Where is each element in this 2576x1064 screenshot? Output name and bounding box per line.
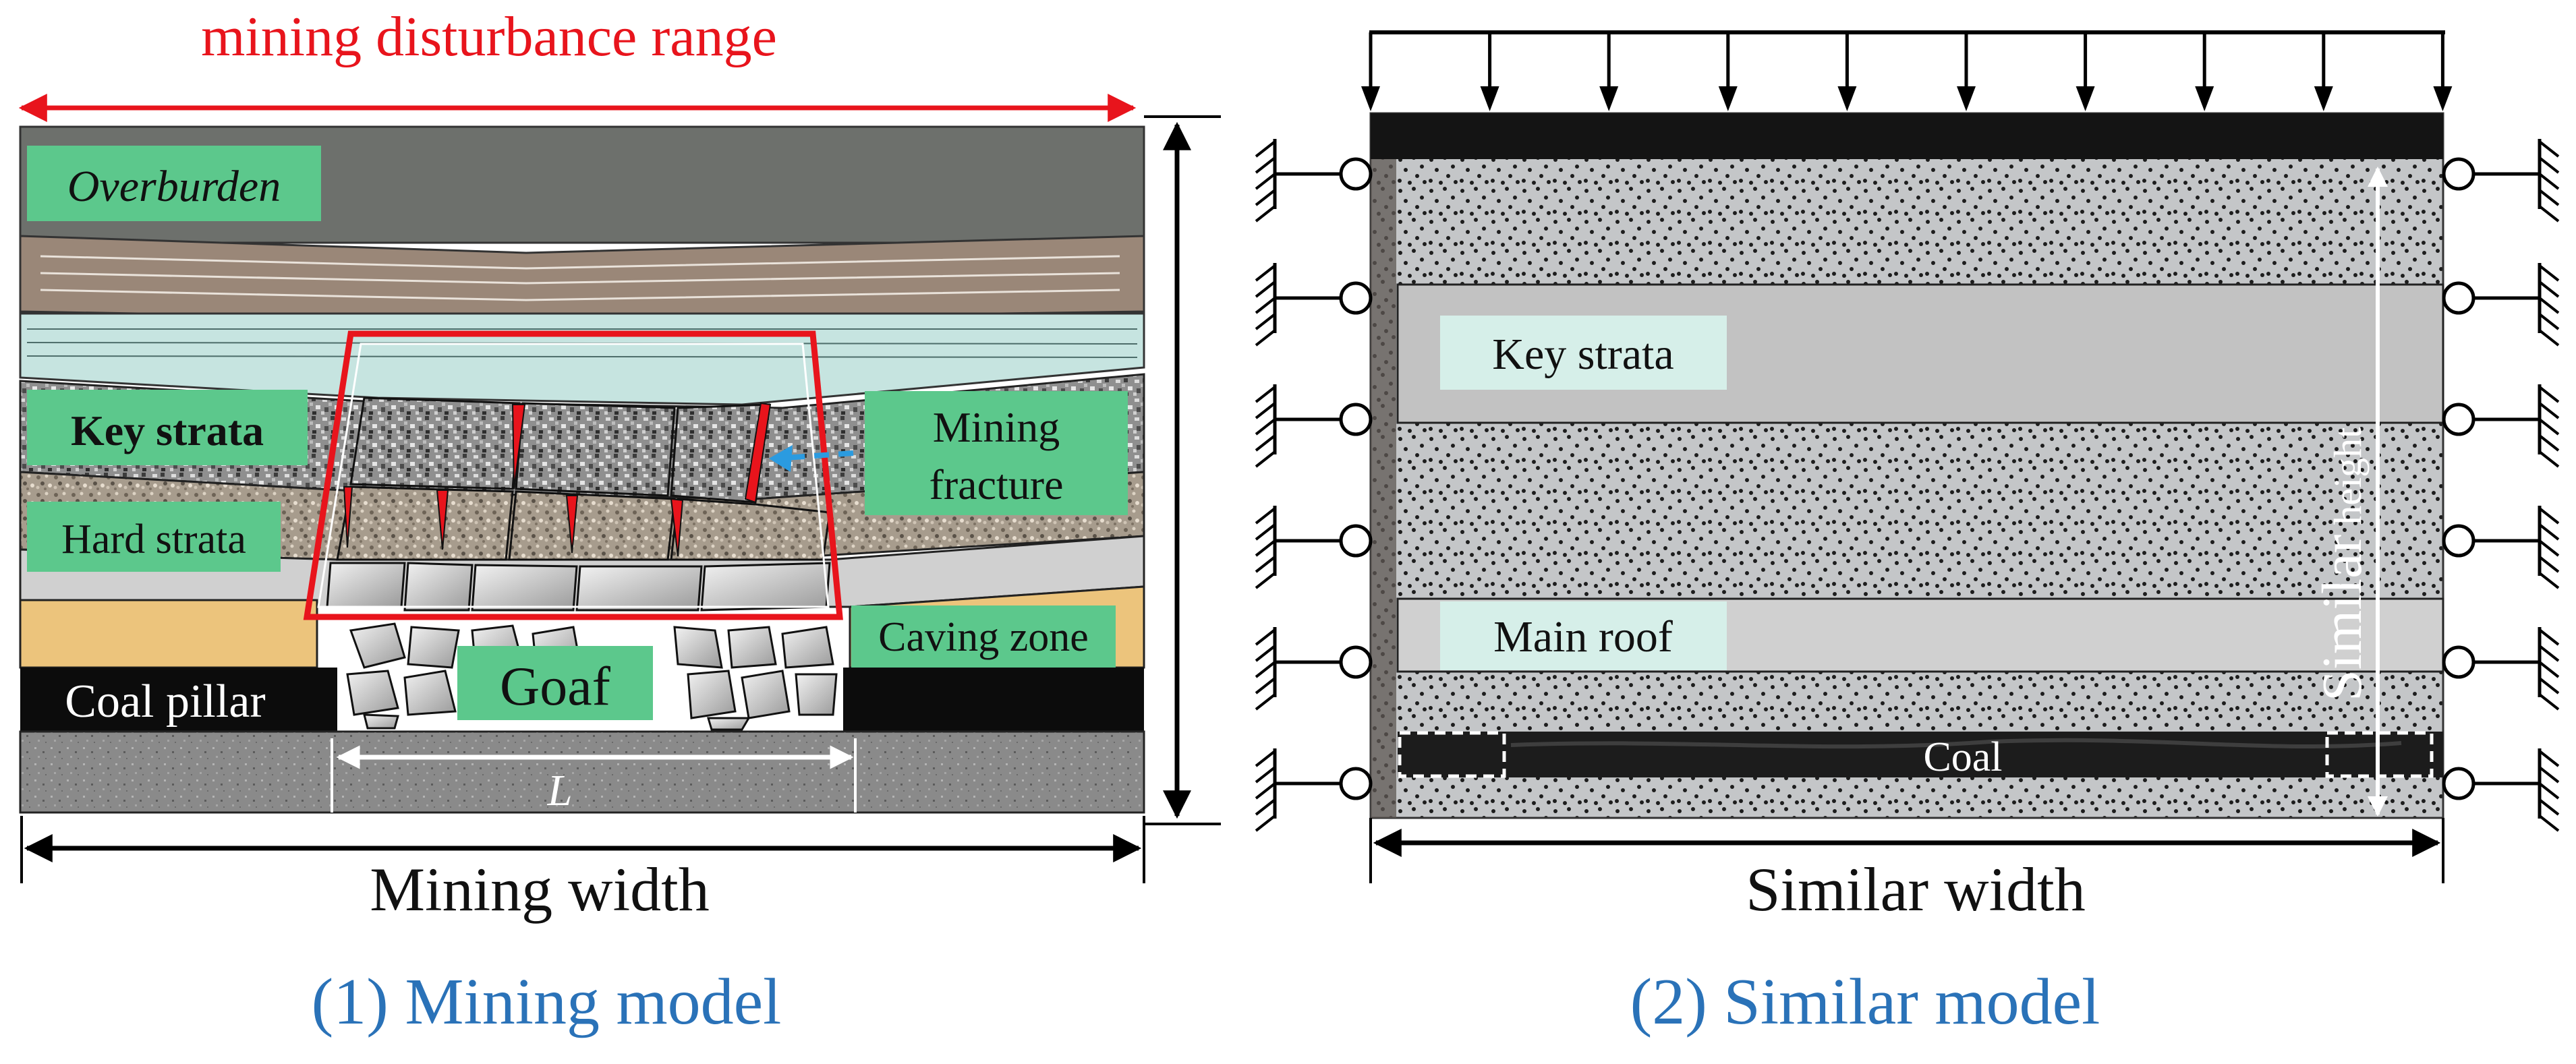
boundary-supports: [1255, 139, 2560, 832]
brown-layer-laminations: [40, 255, 1120, 301]
goaf-length-symbol: L: [547, 766, 573, 815]
load-arrow: [2076, 32, 2095, 111]
model-coal-seam: [1398, 732, 2443, 777]
coal-seam-left: [20, 668, 337, 732]
label-mining-fracture: Mining fracture: [865, 391, 1128, 515]
coal-seam-right: [843, 668, 1144, 732]
disturbance-zone-outline: [303, 330, 843, 620]
svg-text:Key strata: Key strata: [1492, 330, 1673, 379]
similar-model-caption: (2) Similar model: [1630, 966, 2100, 1038]
load-arrow: [1599, 32, 1619, 111]
similar-model-loading-plate: [1371, 113, 2443, 159]
fracture-arrow-head: [769, 445, 793, 472]
model-label-key-strata: Key strata: [1440, 316, 1727, 390]
similar-width-label: Similar width: [1746, 855, 2085, 924]
coal-seam-texture: [1510, 738, 2402, 749]
mining-model-panel: mining disturbance range: [18, 5, 1221, 1038]
similar-model-panel: Key strata Main roof Coal Similarheight …: [1255, 30, 2560, 1038]
hinge-support-right: [2442, 627, 2560, 711]
label-goaf: Goaf: [457, 646, 653, 720]
hinge-support-left: [1255, 506, 1373, 589]
disturbance-range-label: mining disturbance range: [201, 5, 777, 68]
fracture-arrow: [775, 450, 854, 461]
hinge-support-left: [1255, 263, 1373, 347]
yellow-layer-left: [19, 599, 318, 669]
svg-text:Mining: Mining: [933, 403, 1060, 451]
model-coal-label: Coal: [1923, 734, 2002, 780]
load-arrow: [1837, 32, 1857, 111]
load-arrow: [1361, 32, 1380, 111]
load-arrows: [1361, 32, 2453, 111]
hinge-support-right: [2442, 263, 2560, 347]
floor-layer: [19, 730, 1145, 814]
load-arrow: [2195, 32, 2214, 111]
hinge-support-left: [1255, 627, 1373, 711]
label-hard-strata: Hard strata: [27, 502, 281, 572]
label-overburden: Overburden: [27, 146, 321, 221]
load-arrow: [1480, 32, 1499, 111]
svg-text:Key strata: Key strata: [71, 407, 264, 454]
svg-text:Caving zone: Caving zone: [878, 614, 1089, 660]
svg-text:Hard strata: Hard strata: [61, 516, 246, 562]
load-arrow: [2314, 32, 2333, 111]
coal-pillar-box-left: [1398, 731, 1506, 778]
similar-height-label: Similarheight: [2311, 427, 2374, 701]
svg-text:Goaf: Goaf: [500, 655, 611, 717]
fracture-wedges: [343, 402, 772, 557]
broken-key-strata-blocks: [326, 396, 831, 612]
label-key-strata: Key strata: [27, 390, 308, 465]
hinge-support-right: [2442, 506, 2560, 589]
hinge-support-left: [1255, 139, 1373, 223]
label-coal-pillar: Coal pillar: [65, 676, 265, 728]
hinge-support-right: [2442, 384, 2560, 468]
label-caving-zone: Caving zone: [851, 605, 1116, 668]
svg-text:fracture: fracture: [929, 461, 1064, 508]
load-arrow: [2433, 32, 2453, 111]
svg-text:Main roof: Main roof: [1493, 612, 1673, 661]
model-label-main-roof: Main roof: [1440, 601, 1727, 670]
hinge-support-left: [1255, 748, 1373, 832]
left-frame-edge: [1371, 159, 1396, 818]
brown-layer: [19, 235, 1145, 322]
hinge-support-right: [2442, 748, 2560, 832]
mining-width-label: Mining width: [370, 855, 709, 924]
mining-model-caption: (1) Mining model: [312, 966, 782, 1038]
hinge-support-left: [1255, 384, 1373, 468]
svg-text:Overburden: Overburden: [67, 162, 281, 211]
load-arrow: [1718, 32, 1738, 111]
similar-model-body: [1369, 112, 2444, 819]
load-arrow: [1957, 32, 1976, 111]
hinge-support-right: [2442, 139, 2560, 223]
